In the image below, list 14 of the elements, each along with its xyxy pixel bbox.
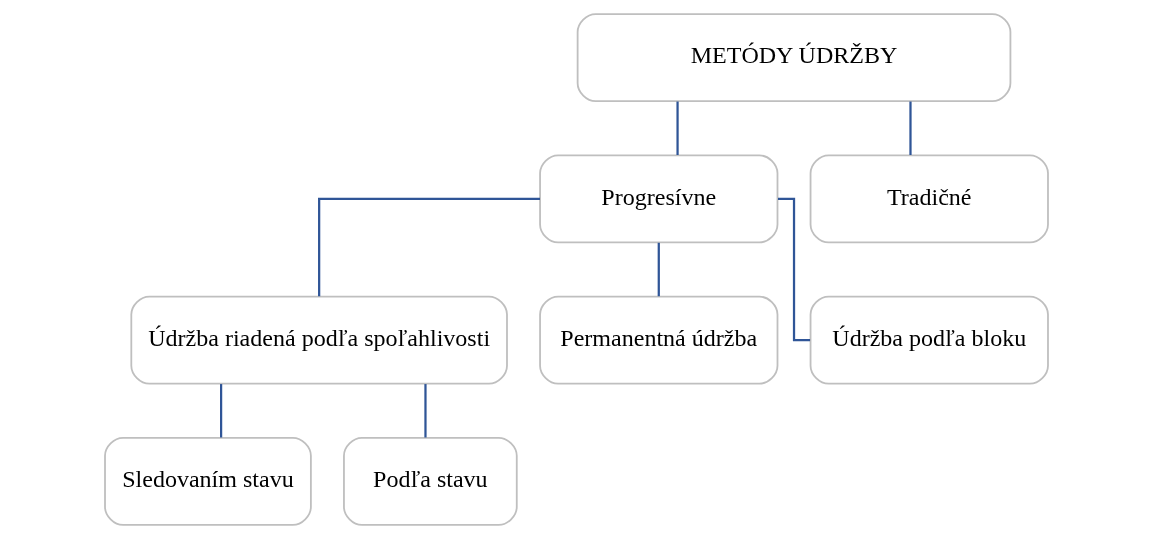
connector (317, 197, 540, 297)
node-box: METÓDY ÚDRŽBY (576, 13, 1011, 103)
node-box: Údržba podľa bloku (809, 295, 1049, 385)
connector (423, 384, 427, 438)
node-box: Progresívne (538, 154, 778, 244)
connector (219, 384, 222, 438)
node-box: Podľa stavu (342, 436, 518, 526)
node-box: Tradičné (809, 154, 1049, 244)
node-box: Permanentná údržba (538, 295, 778, 385)
connector (675, 101, 679, 155)
node-box: Sledovaním stavu (103, 436, 312, 526)
node-box: Údržba riadená podľa spoľahlivosti (129, 295, 508, 385)
connector (657, 242, 660, 297)
connector (908, 101, 912, 155)
